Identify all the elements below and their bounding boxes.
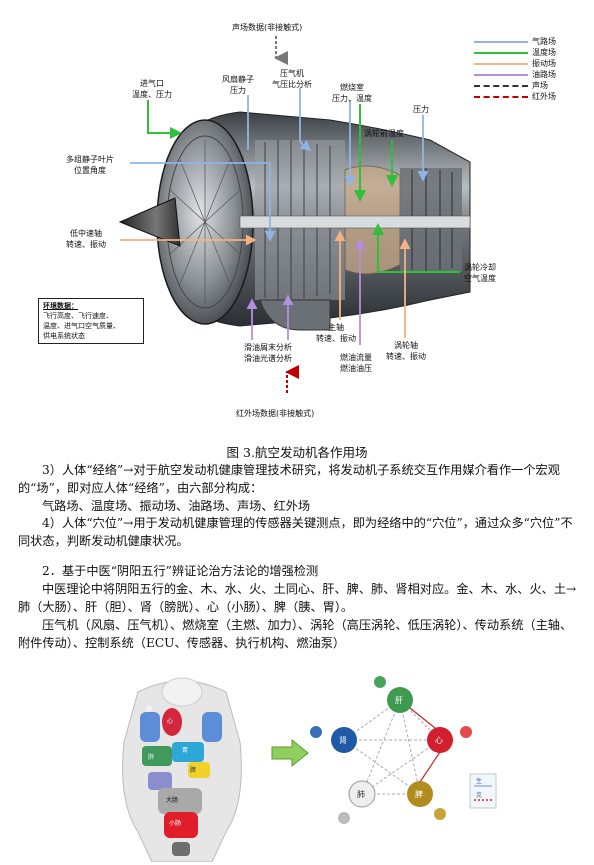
organ-spleen bbox=[188, 762, 210, 778]
legend-item: 声场 bbox=[474, 80, 556, 91]
engine-illustration bbox=[118, 111, 471, 331]
legend-swatch bbox=[474, 95, 528, 98]
legend-item: 振动场 bbox=[474, 58, 556, 69]
legend-item: 红外场 bbox=[474, 91, 556, 102]
node-label-heart: 心 bbox=[435, 736, 443, 745]
fuel-label: 燃油流量燃油油压 bbox=[340, 353, 372, 373]
paragraph-wuxing: 中医理论中将阴阳五行的金、木、水、火、土同心、肝、脾、肺、肾相对应。金、木、水、… bbox=[18, 582, 577, 614]
organ-large-intestine bbox=[158, 788, 202, 814]
field-legend: 气路场温度场振动场油路场声场红外场 bbox=[474, 36, 556, 102]
node-label-liver: 肝 bbox=[395, 696, 403, 705]
paragraph-meridian: 3）人体“经络”→对于航空发动机健康管理技术研究，将发动机子系统交互作用媒介看作… bbox=[18, 463, 560, 495]
legend-label: 气路场 bbox=[532, 37, 556, 46]
organ-small-intestine bbox=[164, 812, 198, 838]
organ-label-liver: 肝 bbox=[148, 754, 155, 761]
organ-label-spleen: 脾 bbox=[190, 767, 197, 774]
legend-swatch bbox=[474, 40, 528, 43]
organ-lung-right bbox=[202, 712, 222, 742]
mapping-arrow-icon bbox=[271, 738, 309, 768]
low-shaft-label: 低中速轴转速、振动 bbox=[66, 229, 106, 249]
organ-label-stomach: 胃 bbox=[182, 747, 189, 754]
sound-field-label: 声场数据(非接触式) bbox=[232, 23, 303, 32]
inlet-label: 进气口温度、压力 bbox=[132, 79, 172, 99]
node-label-spleen: 脾 bbox=[415, 790, 423, 799]
organ-label-heart: 心 bbox=[167, 718, 174, 725]
legend-item: 气路场 bbox=[474, 36, 556, 47]
multi-stator-label: 多组静子叶片位置角度 bbox=[66, 155, 114, 175]
organ-heart bbox=[162, 708, 182, 736]
organ-label-small-intestine: 小肠 bbox=[169, 820, 182, 827]
fan-stator-label: 风扇静子压力 bbox=[222, 75, 254, 95]
legend-swatch bbox=[474, 62, 528, 65]
organ-stomach bbox=[172, 742, 204, 762]
legend-swatch bbox=[474, 73, 528, 76]
turbine-cooling-label: 涡轮冷却空气温度 bbox=[464, 263, 496, 283]
wuxing-legend-restrain: 克 bbox=[476, 792, 483, 799]
organ-label-lung: 肺 bbox=[146, 706, 153, 713]
node-label-kidney: 肾 bbox=[339, 736, 347, 745]
infrared-field-label: 红外场数据(非接触式) bbox=[236, 409, 315, 418]
paragraph-fields: 气路场、温度场、振动场、油路场、声场、红外场 bbox=[42, 499, 311, 513]
main-shaft-label: 主轴转速、振动 bbox=[316, 323, 356, 343]
pressure-label: 压力 bbox=[413, 105, 429, 114]
organ-liver bbox=[142, 746, 172, 766]
organ-kidney bbox=[148, 772, 172, 790]
section-heading: 2．基于中医“阴阳五行”辨证论治方法论的增强检测 bbox=[42, 564, 319, 578]
legend-swatch bbox=[474, 84, 528, 87]
wuxing-diagram bbox=[310, 676, 497, 824]
legend-label: 温度场 bbox=[532, 48, 556, 57]
legend-swatch bbox=[474, 51, 528, 54]
body-organ-figure bbox=[122, 677, 242, 862]
node-liver bbox=[387, 687, 413, 713]
node-kidney bbox=[331, 727, 357, 753]
node-label-lung: 肺 bbox=[357, 790, 365, 799]
wuxing-legend-generate: 生 bbox=[476, 778, 483, 785]
combustor-label: 燃烧室压力、温度 bbox=[332, 83, 372, 103]
turbine-shaft-label: 涡轮轴转速、振动 bbox=[386, 341, 426, 361]
legend-item: 温度场 bbox=[474, 47, 556, 58]
paragraph-acupoint: 4）人体“穴位”→用于发动机健康管理的传感器关键测点，即为经络中的“穴位”，通过… bbox=[18, 516, 573, 548]
figure-caption: 图 3.航空发动机各作用场 bbox=[226, 445, 368, 460]
environment-data-box: 环境数据： 飞行高度、飞行速度、 温度、进气口空气质量、 供电系统状态 bbox=[38, 298, 144, 344]
engine-figure bbox=[118, 36, 471, 393]
legend-label: 声场 bbox=[532, 81, 548, 90]
legend-label: 红外场 bbox=[532, 92, 556, 101]
legend-item: 油路场 bbox=[474, 69, 556, 80]
organ-bladder bbox=[172, 842, 190, 856]
legend-label: 油路场 bbox=[532, 70, 556, 79]
node-lung bbox=[348, 780, 376, 808]
organ-label-large-intestine: 大肠 bbox=[166, 797, 179, 804]
paragraph-components: 压气机（风扇、压气机）、燃烧室（主燃、加力）、涡轮（高压涡轮、低压涡轮）、传动系… bbox=[18, 618, 573, 650]
node-spleen bbox=[407, 781, 433, 807]
compressor-label: 压气机气压比分析 bbox=[272, 69, 312, 89]
node-heart bbox=[427, 727, 453, 753]
organ-lung-left bbox=[140, 712, 160, 742]
lube-label: 滑油屑末分析滑油光谱分析 bbox=[244, 343, 292, 363]
turbine-temp-label: 涡轮前温度 bbox=[364, 129, 404, 138]
legend-label: 振动场 bbox=[532, 59, 556, 68]
